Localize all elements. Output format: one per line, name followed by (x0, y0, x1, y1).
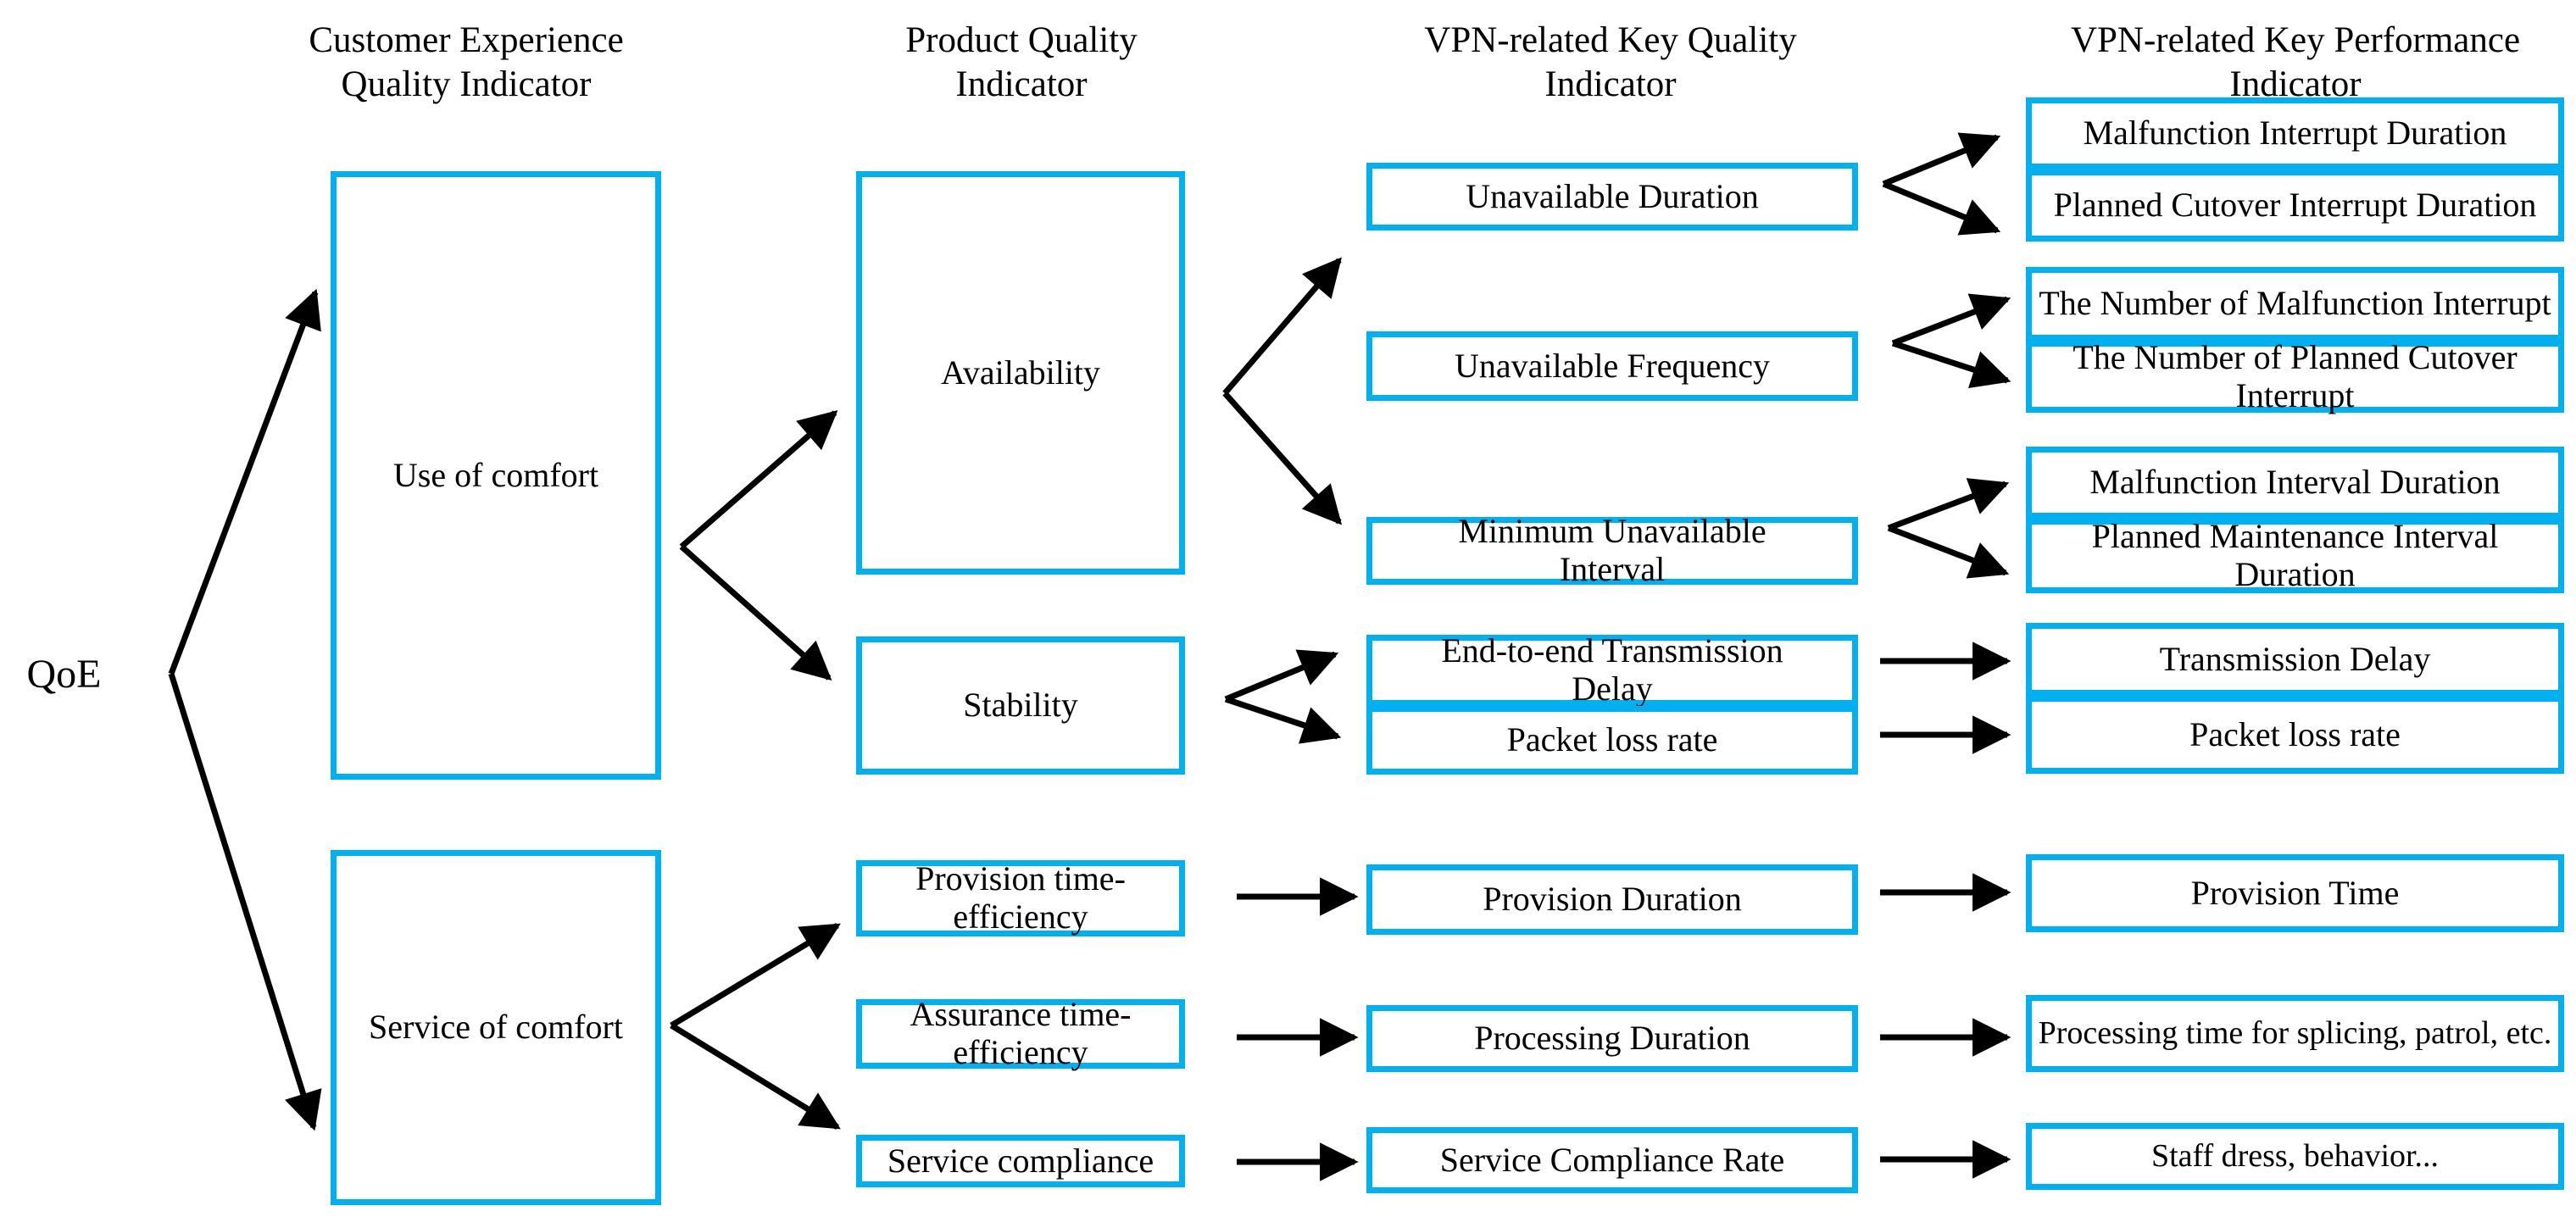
box-end-to-end-transmission-delay-label: End-to-end Transmission Delay (1441, 631, 1783, 708)
box-use-of-comfort-label: Use of comfort (392, 455, 599, 494)
box-provision-duration: Provision Duration (1366, 864, 1858, 935)
arrow-use-of-comfort-to-stability (679, 544, 832, 681)
box-service-of-comfort: Service of comfort (331, 850, 661, 1205)
box-provision-time-label: Provision Time (2190, 873, 2400, 912)
box-staff-dress-behavior: Staff dress, behavior... (2026, 1123, 2564, 1190)
arrow-minimum-unavailable-interval-to-planned-maintenance-interval-duration (1887, 525, 2010, 579)
box-service-compliance-label: Service compliance (887, 1141, 1154, 1180)
box-planned-cutover-interrupt-duration-label: Planned Cutover Interrupt Duration (2053, 186, 2537, 225)
box-processing-duration-label: Processing Duration (1474, 1019, 1750, 1058)
arrow-stability-to-end-to-end-transmission-delay (1224, 649, 1339, 703)
box-unavailable-frequency: Unavailable Frequency (1366, 331, 1858, 401)
box-packet-loss-rate-kqi-label: Packet loss rate (1506, 720, 1718, 759)
box-number-of-planned-cutover-interrupt: The Number of Planned Cutover Interrupt (2026, 337, 2564, 414)
arrow-unavailable-duration-to-malfunction-interrupt-duration (1882, 132, 2001, 187)
arrow-qoe-to-use-of-comfort (168, 288, 321, 675)
box-packet-loss-rate-kpi-label: Packet loss rate (2189, 714, 2401, 753)
arrow-unavailable-frequency-to-number-of-malfunction-interrupt (1891, 293, 2011, 347)
box-availability: Availability (856, 171, 1185, 575)
box-number-of-planned-cutover-interrupt-label: The Number of Planned Cutover Interrupt (2072, 337, 2518, 414)
box-use-of-comfort: Use of comfort (331, 171, 661, 780)
box-transmission-delay-label: Transmission Delay (2159, 639, 2431, 678)
arrow-qoe-to-service-of-comfort (168, 672, 322, 1131)
box-service-compliance-rate-label: Service Compliance Rate (1439, 1140, 1785, 1179)
box-provision-time-efficiency-label: Provision time-efficiency (915, 859, 1126, 936)
box-minimum-unavailable-interval-label: Minimum Unavailable Interval (1458, 512, 1766, 588)
arrow-use-of-comfort-to-availability (679, 410, 838, 549)
qoe-root-label: QoE (26, 652, 102, 697)
box-unavailable-duration-label: Unavailable Duration (1466, 176, 1759, 215)
box-malfunction-interrupt-duration: Malfunction Interrupt Duration (2026, 97, 2564, 169)
arrow-service-of-comfort-to-service-compliance (670, 1023, 841, 1130)
box-transmission-delay: Transmission Delay (2026, 623, 2564, 696)
box-service-compliance-rate: Service Compliance Rate (1366, 1127, 1858, 1193)
box-packet-loss-rate-kqi: Packet loss rate (1366, 706, 1858, 775)
box-processing-time-for-splicing-patrol: Processing time for splicing, patrol, et… (2026, 995, 2564, 1072)
box-number-of-malfunction-interrupt: The Number of Malfunction Interrupt (2026, 267, 2564, 341)
box-provision-duration-label: Provision Duration (1483, 880, 1742, 919)
box-planned-cutover-interrupt-duration: Planned Cutover Interrupt Duration (2026, 169, 2564, 242)
arrow-unavailable-frequency-to-number-of-planned-cutover-interrupt (1891, 340, 2011, 388)
box-planned-maintenance-interval-duration: Planned Maintenance Interval Duration (2026, 517, 2564, 593)
box-processing-duration: Processing Duration (1366, 1005, 1858, 1072)
box-planned-maintenance-interval-duration-label: Planned Maintenance Interval Duration (2091, 517, 2499, 593)
box-stability-label: Stability (963, 686, 1078, 725)
box-assurance-time-efficiency-label: Assurance time-efficiency (910, 995, 1132, 1071)
box-malfunction-interval-duration: Malfunction Interval Duration (2026, 447, 2564, 519)
box-number-of-malfunction-interrupt-label: The Number of Malfunction Interrupt (2039, 284, 2551, 323)
arrow-availability-to-unavailable-duration (1222, 257, 1342, 396)
arrow-service-of-comfort-to-provision-time-efficiency (670, 923, 841, 1028)
box-availability-label: Availability (940, 353, 1101, 392)
box-provision-time-efficiency: Provision time-efficiency (856, 859, 1185, 936)
box-unavailable-duration: Unavailable Duration (1366, 163, 1858, 231)
arrow-minimum-unavailable-interval-to-malfunction-interval-duration (1887, 478, 2010, 531)
arrow-stability-to-packet-loss-rate (1224, 696, 1342, 744)
box-malfunction-interrupt-duration-label: Malfunction Interrupt Duration (2083, 114, 2507, 153)
header-product-quality-indicator: Product Quality Indicator (905, 20, 1138, 105)
box-end-to-end-transmission-delay: End-to-end Transmission Delay (1366, 631, 1858, 708)
arrow-availability-to-minimum-unavailable-interval (1222, 391, 1343, 525)
box-packet-loss-rate-kpi: Packet loss rate (2026, 696, 2564, 774)
box-stability: Stability (856, 636, 1185, 775)
box-minimum-unavailable-interval: Minimum Unavailable Interval (1366, 512, 1858, 588)
box-assurance-time-efficiency: Assurance time-efficiency (856, 995, 1185, 1071)
box-service-of-comfort-label: Service of comfort (369, 1008, 623, 1047)
header-vpn-related-key-performance-indicator: VPN-related Key Performance Indicator (2070, 20, 2521, 105)
header-vpn-related-key-quality-indicator: VPN-related Key Quality Indicator (1424, 20, 1797, 105)
box-service-compliance: Service compliance (856, 1135, 1185, 1187)
box-processing-time-for-splicing-patrol-label: Processing time for splicing, patrol, et… (2038, 1015, 2552, 1052)
header-customer-experience-quality-indicator: Customer Experience Quality Indicator (309, 20, 624, 105)
box-malfunction-interval-duration-label: Malfunction Interval Duration (2089, 463, 2501, 502)
arrow-unavailable-duration-to-planned-cutover-interrupt-duration (1882, 181, 2001, 236)
box-staff-dress-behavior-label: Staff dress, behavior... (2150, 1138, 2440, 1175)
box-provision-time: Provision Time (2026, 854, 2564, 932)
box-unavailable-frequency-label: Unavailable Frequency (1454, 346, 1771, 385)
